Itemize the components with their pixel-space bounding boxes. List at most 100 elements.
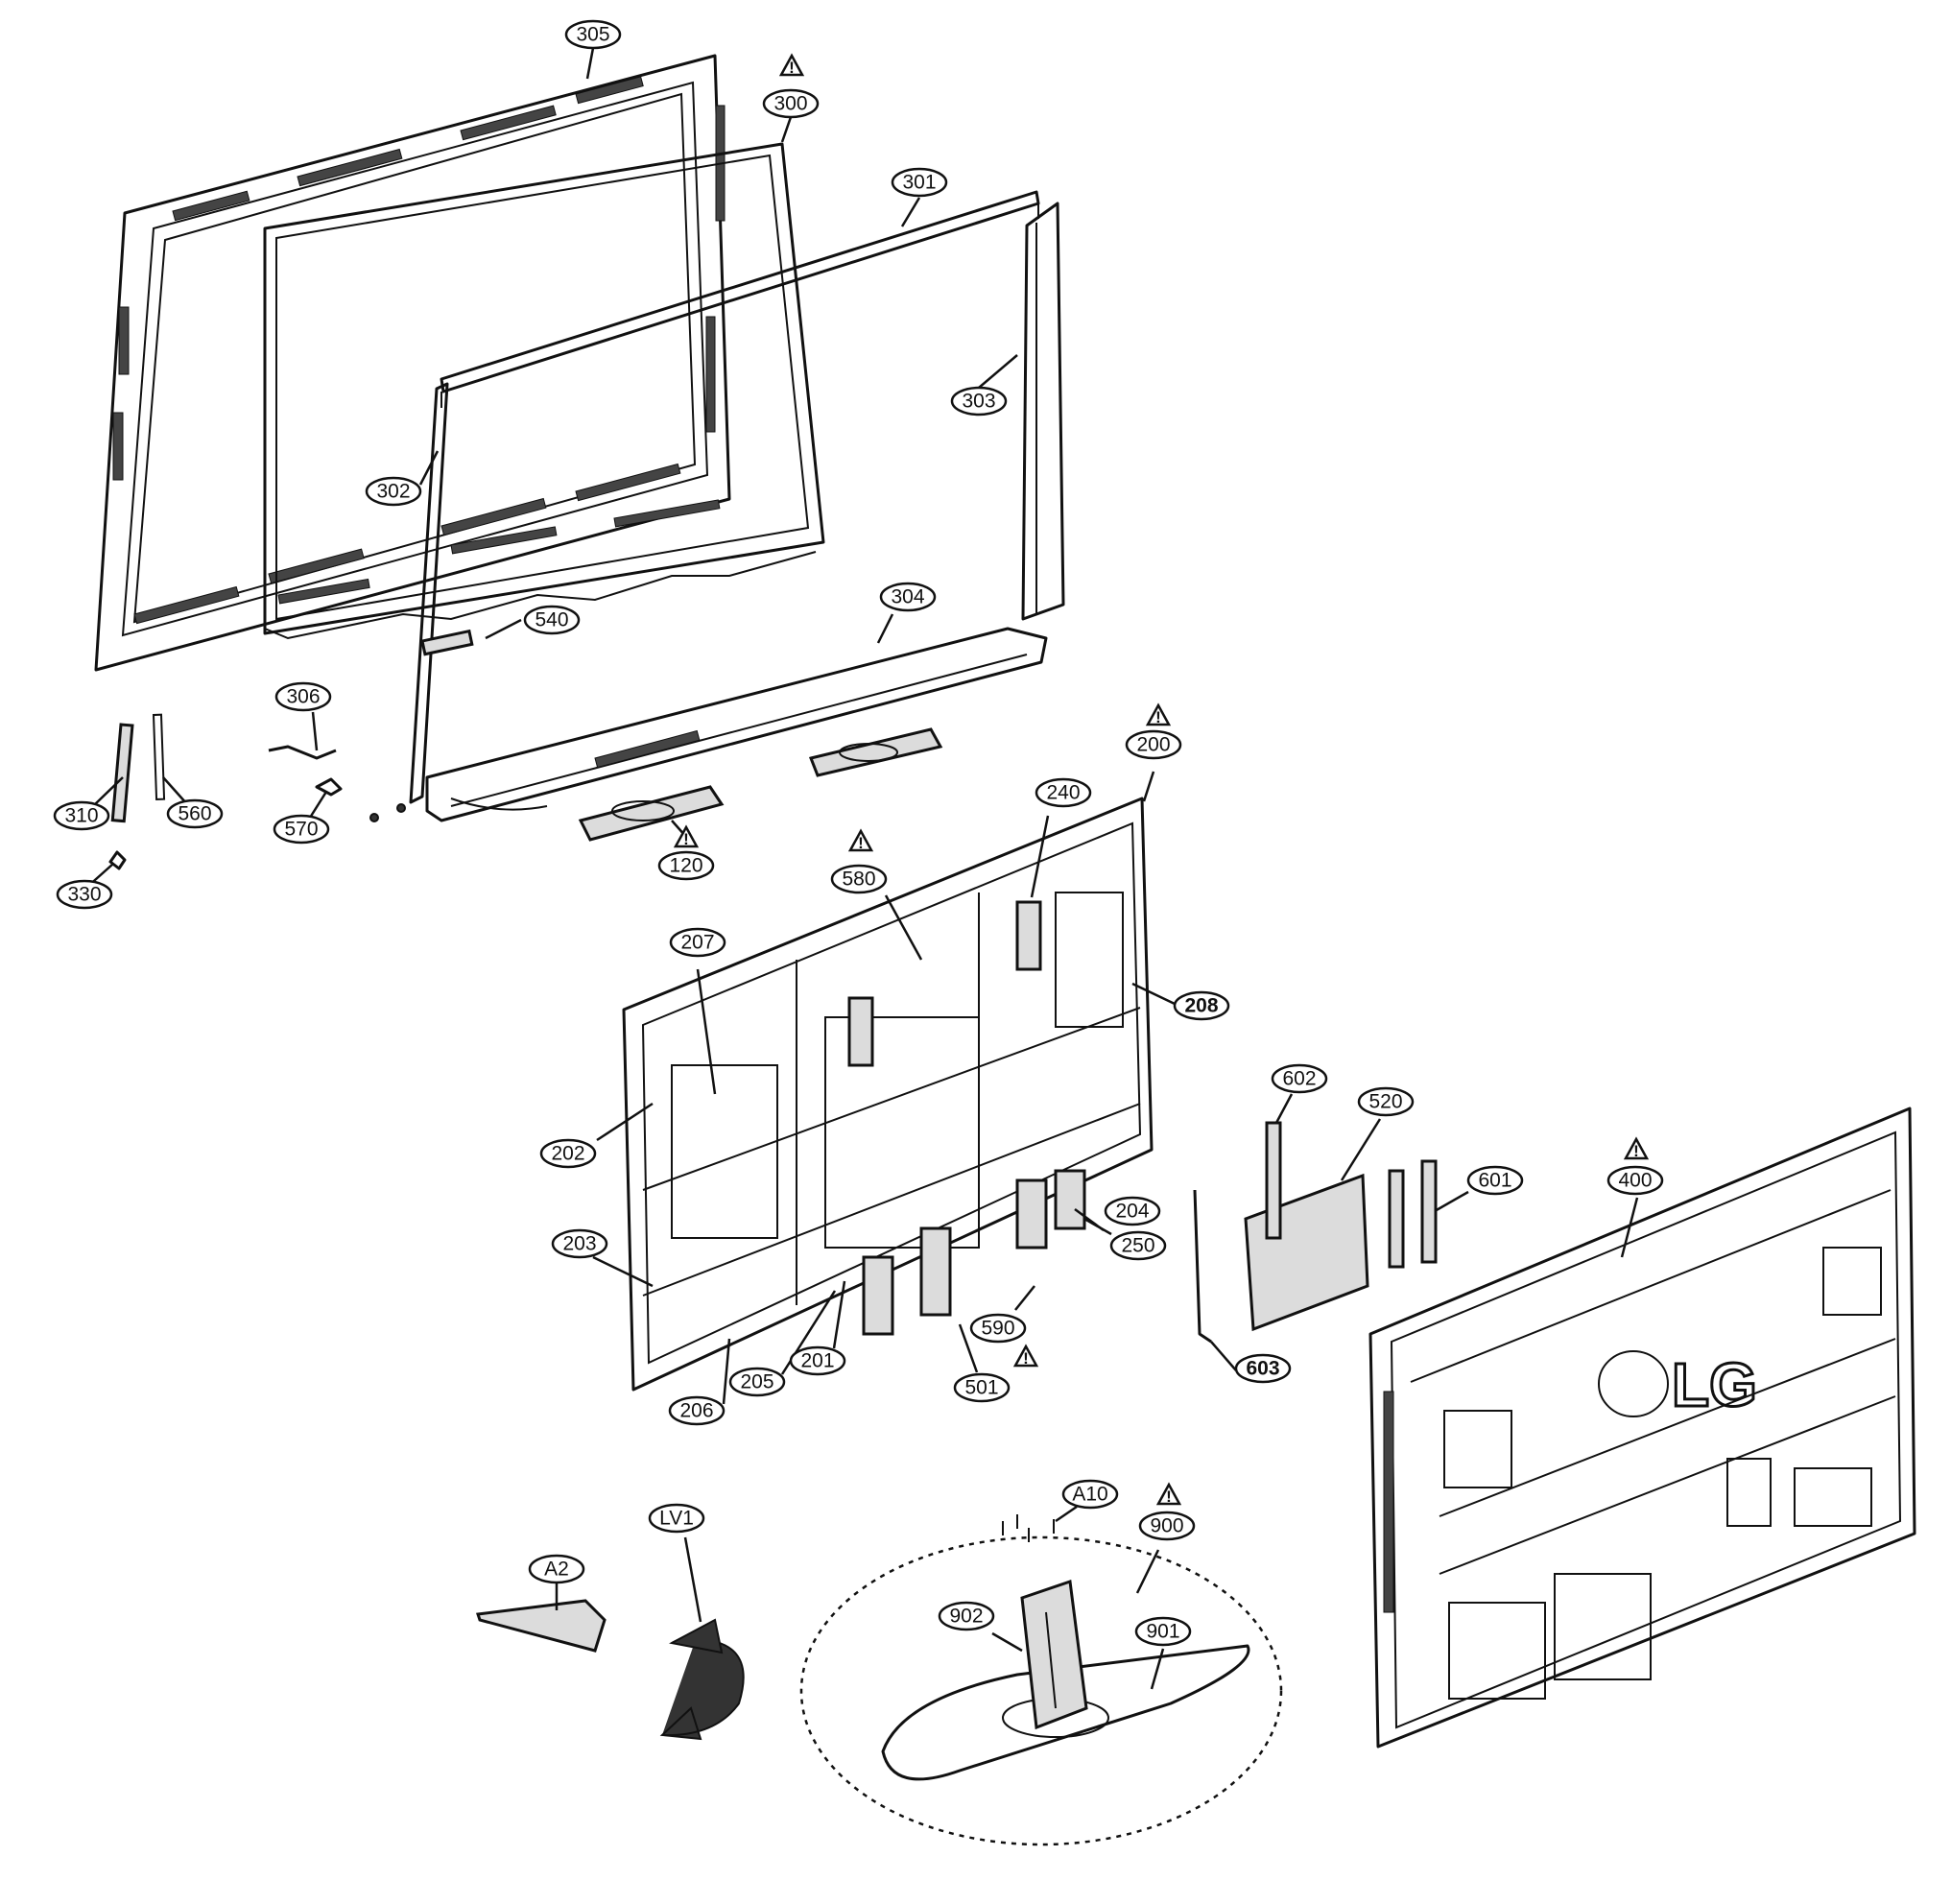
svg-text:603: 603: [1246, 1358, 1279, 1380]
part-330: [108, 850, 127, 870]
part-300-inner-frame: [263, 142, 825, 640]
svg-text:300: 300: [773, 93, 807, 115]
svg-text:302: 302: [376, 481, 410, 503]
svg-text:LV1: LV1: [659, 1508, 694, 1530]
screw: [369, 813, 379, 822]
part-540: [420, 629, 474, 656]
part-310: [110, 723, 134, 823]
svg-text:201: 201: [800, 1350, 834, 1372]
svg-text:304: 304: [891, 586, 924, 608]
svg-text:306: 306: [286, 686, 320, 708]
svg-text:!: !: [1023, 1349, 1029, 1368]
svg-text:501: 501: [964, 1377, 998, 1399]
svg-text:A2: A2: [544, 1559, 569, 1581]
callout-201: 201: [789, 1345, 846, 1376]
svg-text:520: 520: [1368, 1091, 1402, 1113]
svg-text:250: 250: [1121, 1235, 1154, 1257]
svg-text:205: 205: [740, 1371, 773, 1393]
svg-text:310: 310: [64, 805, 98, 827]
svg-text:203: 203: [562, 1233, 596, 1255]
svg-text:200: 200: [1136, 734, 1170, 756]
callout-590: 590: [969, 1313, 1027, 1344]
callout-400: 400: [1606, 1165, 1664, 1196]
svg-text:!: !: [1633, 1142, 1639, 1160]
screw: [396, 803, 406, 813]
part-305-front-bezel: [94, 54, 731, 672]
svg-text:570: 570: [284, 819, 318, 841]
part-602-bracket: [1265, 1121, 1282, 1240]
callout-580: 580: [830, 864, 888, 894]
part-A2: [475, 1599, 607, 1653]
part-302-left-side-bracket: [409, 382, 449, 804]
svg-text:305: 305: [576, 24, 609, 46]
svg-text:202: 202: [551, 1143, 584, 1165]
lg-logo-text: LG: [1672, 1350, 1757, 1419]
part-570: [315, 777, 343, 797]
callout-200: 200: [1125, 729, 1182, 760]
svg-text:301: 301: [902, 172, 936, 194]
callout-300: 300: [762, 88, 820, 119]
callout-207: 207: [669, 927, 726, 958]
part-A10-screws: [1002, 1514, 1055, 1542]
svg-text:601: 601: [1478, 1170, 1511, 1192]
part-LV1-head: [669, 1618, 724, 1654]
callout-120: 120: [657, 850, 715, 881]
svg-text:540: 540: [535, 609, 568, 631]
svg-text:303: 303: [962, 391, 995, 413]
warning-icon: !: [778, 53, 805, 77]
callout-240: 240: [1035, 777, 1092, 808]
callout-A10: A10: [1061, 1479, 1119, 1510]
warning-icon: !: [1145, 702, 1172, 726]
callout-540: 540: [523, 605, 581, 635]
svg-text:!: !: [683, 830, 689, 848]
svg-text:900: 900: [1150, 1515, 1183, 1537]
callout-A2: A2: [528, 1554, 585, 1584]
callout-304: 304: [879, 582, 937, 612]
callout-302: 302: [365, 476, 422, 507]
part-303-right-side-bracket: [1021, 202, 1065, 621]
svg-text:206: 206: [679, 1400, 713, 1422]
callout-205: 205: [728, 1367, 786, 1397]
callout-301: 301: [891, 167, 948, 198]
svg-text:!: !: [789, 59, 795, 77]
svg-text:!: !: [1166, 1488, 1172, 1506]
svg-text:902: 902: [949, 1606, 983, 1628]
svg-text:400: 400: [1618, 1170, 1652, 1192]
callout-570: 570: [273, 814, 330, 845]
callout-901: 901: [1134, 1616, 1192, 1647]
warning-icon: !: [847, 828, 874, 852]
callout-501: 501: [953, 1372, 1011, 1403]
warning-icon: !: [1623, 1136, 1650, 1160]
callout-303: 303: [950, 386, 1008, 416]
part-306-cable: [268, 745, 337, 760]
callout-305: 305: [564, 19, 622, 50]
callout-202: 202: [539, 1138, 597, 1169]
svg-text:208: 208: [1184, 995, 1218, 1017]
callout-602: 602: [1271, 1063, 1328, 1094]
part-120-speakers: [578, 727, 943, 842]
callout-204: 204: [1104, 1196, 1161, 1226]
svg-text:207: 207: [680, 932, 714, 954]
warning-icon: !: [673, 824, 700, 848]
part-520-board: [1244, 1173, 1369, 1332]
part-304-bottom-frame: [425, 627, 1048, 822]
callout-330: 330: [56, 879, 113, 910]
part-601-bracket: [1388, 1169, 1405, 1269]
part-200-chassis: [622, 797, 1154, 1392]
callout-560: 560: [166, 798, 224, 829]
svg-text:120: 120: [669, 855, 702, 877]
callout-LV1: LV1: [648, 1503, 705, 1534]
warning-icon: !: [1012, 1344, 1039, 1368]
callout-520: 520: [1357, 1086, 1415, 1117]
svg-text:A10: A10: [1072, 1484, 1107, 1506]
callout-206: 206: [668, 1395, 726, 1426]
part-301-top-bracket: [440, 190, 1040, 408]
part-400-back-cover: LG: [1368, 1107, 1916, 1749]
svg-text:560: 560: [178, 803, 211, 825]
callout-208: 208: [1173, 990, 1230, 1021]
part-560: [152, 713, 166, 800]
callout-601: 601: [1466, 1165, 1524, 1196]
svg-text:204: 204: [1115, 1201, 1149, 1223]
svg-text:240: 240: [1046, 782, 1080, 804]
